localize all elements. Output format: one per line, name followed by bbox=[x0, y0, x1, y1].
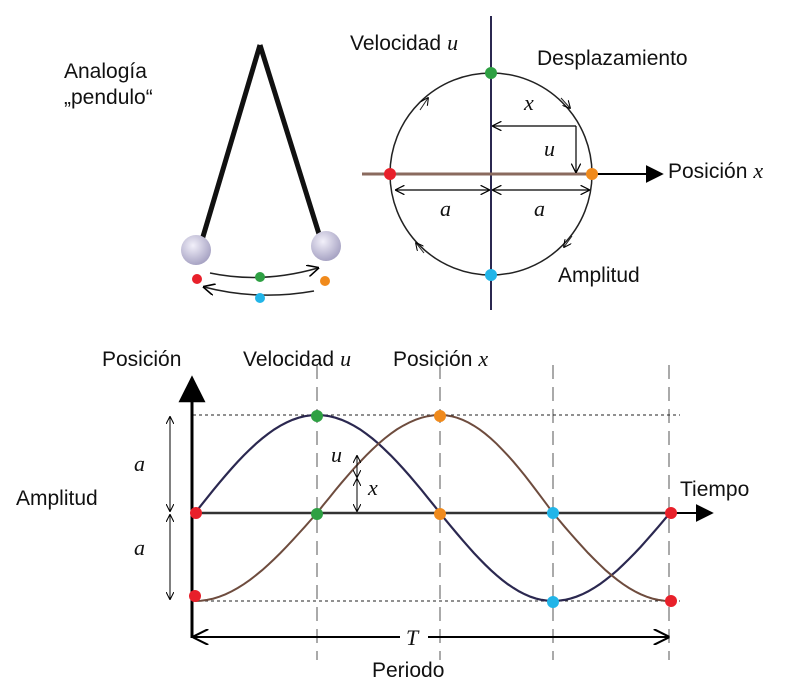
dot-cyan bbox=[547, 507, 559, 519]
dot-red bbox=[190, 507, 202, 519]
u-symbol: u bbox=[544, 136, 555, 161]
dot-orange bbox=[434, 410, 446, 422]
dot-orange bbox=[320, 276, 330, 286]
velocity-curve bbox=[194, 413, 671, 603]
dot-green bbox=[311, 410, 323, 422]
displacement-label: Desplazamiento bbox=[537, 47, 688, 70]
dot-green bbox=[255, 272, 265, 282]
time-axis-label: Tiempo bbox=[680, 478, 749, 501]
pendulum-string-right bbox=[257, 44, 322, 235]
dot-red bbox=[384, 168, 396, 180]
position-curve bbox=[194, 413, 671, 602]
dot-red bbox=[665, 507, 677, 519]
amplitude-label: Amplitud bbox=[558, 264, 640, 287]
dot-cyan bbox=[255, 293, 265, 303]
orbit-arrow-icon bbox=[560, 97, 570, 108]
x-symbol: x bbox=[523, 90, 534, 115]
pendulum-title-line2: „pendulo“ bbox=[64, 86, 153, 109]
dot-cyan bbox=[547, 596, 559, 608]
pendulum-analogy: Analogía „pendulo“ bbox=[64, 44, 341, 303]
orbit-arrow-icon bbox=[416, 243, 425, 254]
a-lower-label: a bbox=[134, 535, 145, 560]
dot-red bbox=[665, 595, 677, 607]
graph-x-symbol: x bbox=[367, 475, 378, 500]
a-left-label: a bbox=[440, 196, 451, 221]
a-right-label: a bbox=[534, 196, 545, 221]
y-axis-label: Posición bbox=[102, 348, 181, 371]
dot-red bbox=[189, 590, 201, 602]
pendulum-title-line1: Analogía bbox=[64, 60, 147, 83]
orbit-arrow-icon bbox=[419, 98, 428, 111]
period-symbol: T bbox=[406, 625, 420, 650]
graph-amplitude-label: Amplitud bbox=[16, 487, 98, 510]
a-upper-label: a bbox=[134, 451, 145, 476]
dot-red bbox=[192, 274, 202, 284]
dot-orange bbox=[434, 508, 446, 520]
orbit-arrow-icon bbox=[564, 235, 573, 247]
pendulum-string-left bbox=[199, 44, 263, 241]
graph-u-symbol: u bbox=[331, 442, 342, 467]
dot-orange bbox=[586, 168, 598, 180]
period-label: Periodo bbox=[372, 659, 444, 682]
dot-cyan bbox=[485, 269, 497, 281]
pendulum-bob-right bbox=[311, 231, 341, 261]
pendulum-bob-left bbox=[181, 235, 211, 265]
dot-green bbox=[311, 508, 323, 520]
dot-green bbox=[485, 67, 497, 79]
